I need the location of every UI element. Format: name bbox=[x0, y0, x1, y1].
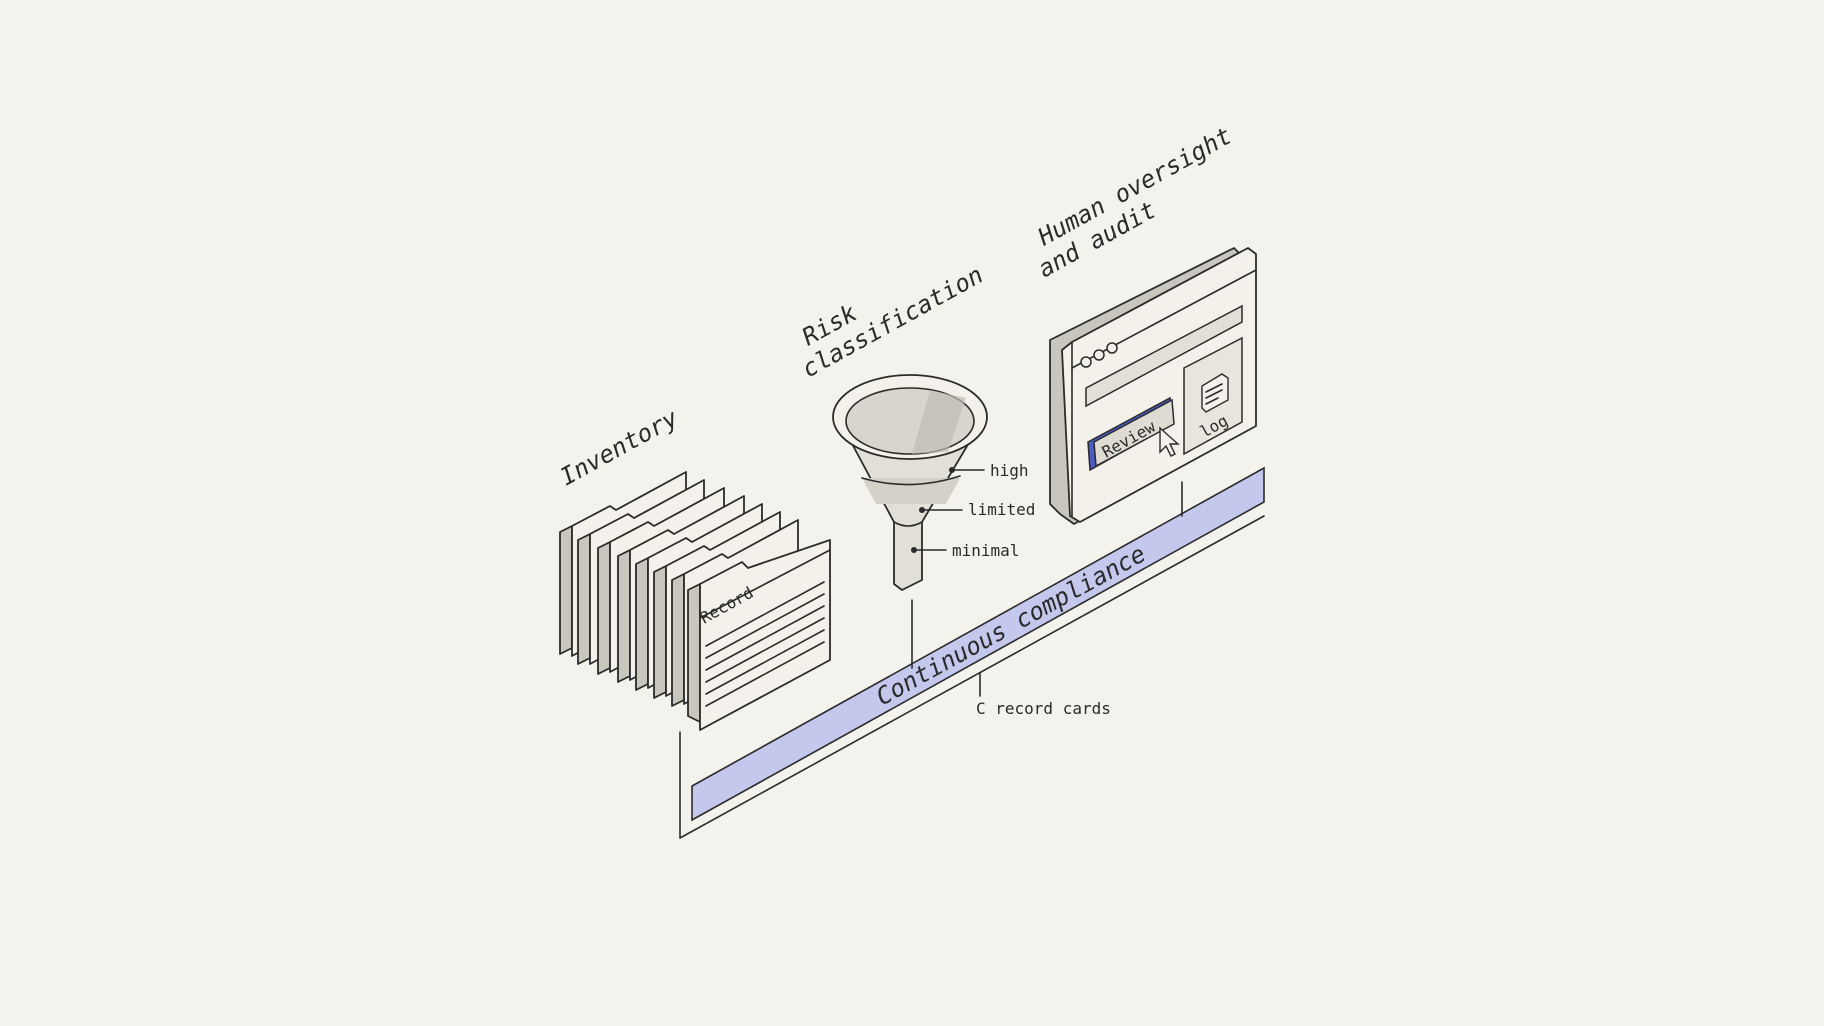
band-base-line bbox=[679, 515, 1265, 839]
risk-level-high: high bbox=[990, 461, 1029, 480]
window-dot-icon bbox=[1093, 349, 1105, 361]
inventory-label: Inventory bbox=[555, 403, 683, 491]
risk-level-minimal: minimal bbox=[952, 541, 1019, 560]
cursor-icon bbox=[1159, 426, 1180, 457]
record-card-front: Record bbox=[687, 539, 831, 731]
band-ribbon bbox=[691, 466, 1265, 822]
browser-window-icon: log Review bbox=[1049, 247, 1257, 525]
document-icon bbox=[1201, 373, 1229, 413]
window-dot-icon bbox=[1080, 356, 1092, 368]
address-bar bbox=[1085, 304, 1243, 408]
risk-levels: high limited minimal bbox=[911, 461, 1035, 560]
risk-level-limited: limited bbox=[968, 500, 1035, 519]
window-dot-icon bbox=[1106, 342, 1118, 354]
record-cards-caption: C record cards bbox=[976, 699, 1111, 718]
inventory-stack: Record bbox=[559, 471, 831, 731]
funnel-icon bbox=[832, 374, 988, 591]
